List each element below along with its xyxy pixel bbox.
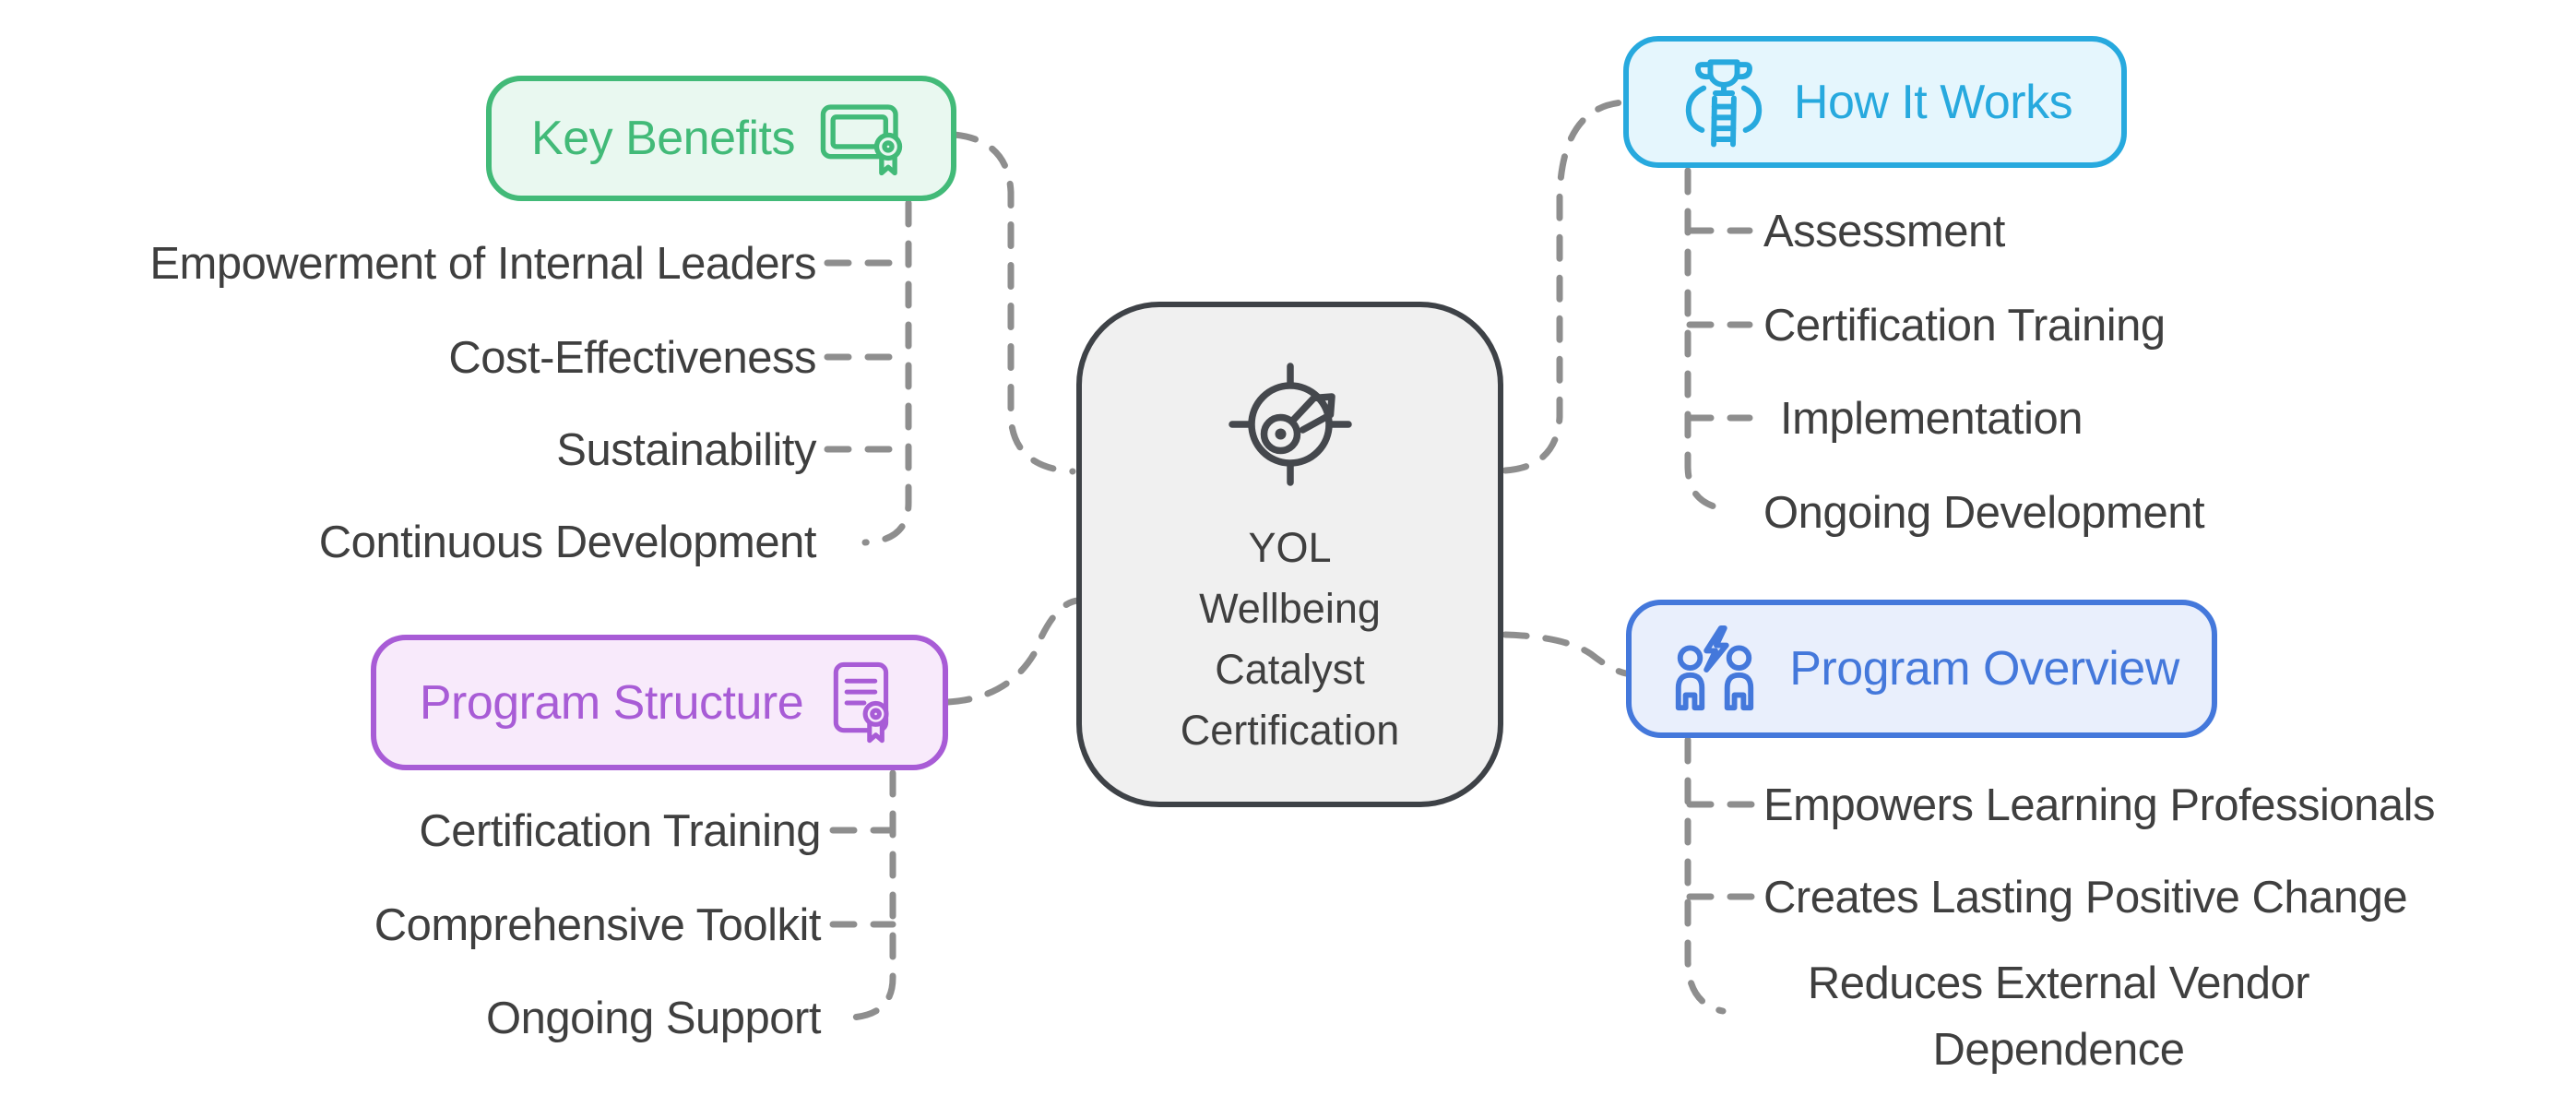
connector-how-it-works bbox=[1502, 99, 1627, 474]
key-benefits-label: Key Benefits bbox=[531, 112, 795, 165]
program-overview-label: Program Overview bbox=[1789, 642, 2179, 696]
connector-program-structure bbox=[944, 597, 1082, 706]
central-title-line: Certification bbox=[1180, 707, 1400, 754]
central-title-line: Wellbeing bbox=[1199, 585, 1381, 632]
node-key-benefits[interactable]: Key Benefits bbox=[486, 76, 956, 201]
central-title-line: Catalyst bbox=[1215, 646, 1365, 693]
tree-program-structure bbox=[848, 769, 896, 1021]
list-item: Assessment bbox=[1763, 207, 2005, 256]
diploma-lines-icon bbox=[833, 661, 889, 743]
people-energy-icon bbox=[1676, 625, 1754, 711]
list-item: Creates Lasting Positive Change bbox=[1763, 873, 2408, 922]
list-item: Empowerment of Internal Leaders bbox=[149, 239, 816, 289]
tree-key-benefits bbox=[861, 199, 912, 546]
list-item: Ongoing Support bbox=[486, 994, 822, 1043]
list-item: Cost-Effectiveness bbox=[448, 333, 816, 383]
list-item: Reduces External Vendor Dependence bbox=[1807, 958, 2310, 1075]
list-item: Implementation bbox=[1780, 394, 2083, 444]
node-program-overview[interactable]: Program Overview bbox=[1626, 600, 2217, 738]
list-item: Continuous Development bbox=[318, 518, 817, 567]
list-item: Certification Training bbox=[1763, 301, 2166, 351]
how-it-works-label: How It Works bbox=[1793, 75, 2073, 129]
node-program-structure[interactable]: Program Structure bbox=[371, 635, 948, 770]
list-item: Certification Training bbox=[419, 806, 821, 856]
central-title-line: YOL bbox=[1248, 524, 1332, 571]
connector-key-benefits bbox=[951, 131, 1076, 475]
connector-program-overview bbox=[1502, 631, 1630, 677]
list-item: Ongoing Development bbox=[1763, 488, 2205, 538]
tree-how-it-works bbox=[1684, 167, 1732, 513]
list-item: Empowers Learning Professionals bbox=[1763, 780, 2436, 830]
node-central[interactable]: YOL Wellbeing Catalyst Certification bbox=[1076, 302, 1503, 807]
trophy-ladder-icon bbox=[1685, 58, 1763, 147]
certificate-award-icon bbox=[820, 104, 903, 176]
node-how-it-works[interactable]: How It Works bbox=[1623, 36, 2127, 168]
tree-program-overview bbox=[1684, 736, 1727, 1015]
list-item: Comprehensive Toolkit bbox=[374, 900, 822, 950]
program-structure-label: Program Structure bbox=[419, 675, 804, 730]
list-item: Sustainability bbox=[556, 425, 816, 475]
compass-target-icon bbox=[1228, 363, 1352, 486]
